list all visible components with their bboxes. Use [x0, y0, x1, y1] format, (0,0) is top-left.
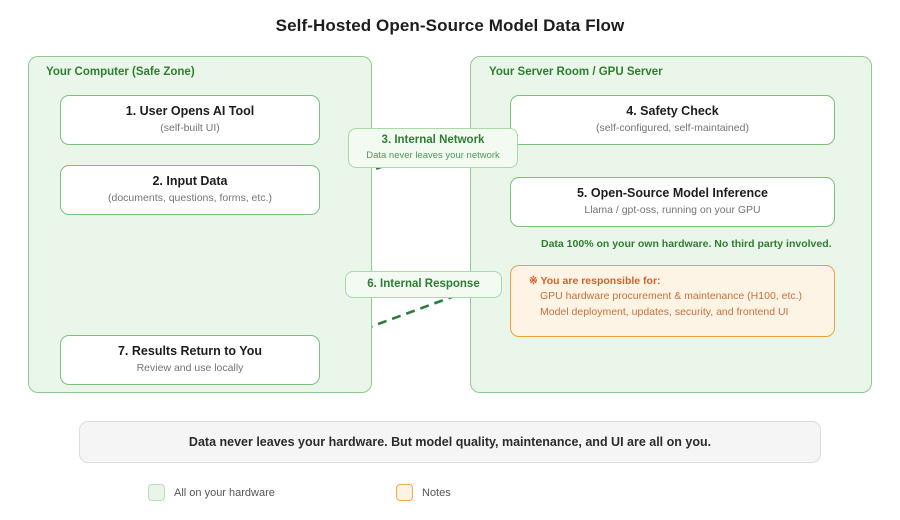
step-2-subtitle: (documents, questions, forms, etc.)	[108, 192, 272, 205]
legend-swatch-hardware	[148, 484, 165, 501]
step-4-title: 4. Safety Check	[626, 103, 719, 118]
legend-item-hardware: All on your hardware	[148, 484, 275, 501]
warning-line-2: Model deployment, updates, security, and…	[540, 306, 789, 319]
zone-server-room-label: Your Server Room / GPU Server	[489, 66, 663, 78]
badge-3-subtitle: Data never leaves your network	[366, 149, 500, 161]
step-1-subtitle: (self-built UI)	[160, 122, 220, 135]
step-box-4[interactable]: 4. Safety Check (self-configured, self-m…	[510, 95, 835, 145]
legend-item-notes: Notes	[396, 484, 451, 501]
step-box-2[interactable]: 2. Input Data (documents, questions, for…	[60, 165, 320, 215]
step-box-1[interactable]: 1. User Opens AI Tool (self-built UI)	[60, 95, 320, 145]
step-2-title: 2. Input Data	[152, 173, 228, 188]
connector-badge-6[interactable]: 6. Internal Response	[345, 271, 502, 298]
step-5-subtitle: Llama / gpt-oss, running on your GPU	[584, 204, 761, 217]
hardware-privacy-note: Data 100% on your own hardware. No third…	[541, 238, 832, 250]
warning-line-1: GPU hardware procurement & maintenance (…	[540, 290, 803, 303]
legend-label-hardware: All on your hardware	[174, 486, 275, 499]
connector-badge-3[interactable]: 3. Internal Network Data never leaves yo…	[348, 128, 518, 168]
warning-heading: ※ You are responsible for:	[529, 274, 834, 288]
step-4-subtitle: (self-configured, self-maintained)	[596, 122, 749, 135]
warning-heading-text: You are responsible for:	[540, 275, 661, 287]
responsibility-note-box: ※ You are responsible for: GPU hardware …	[510, 265, 835, 337]
step-7-title: 7. Results Return to You	[117, 343, 262, 358]
zone-your-computer-label: Your Computer (Safe Zone)	[46, 66, 195, 78]
step-box-7[interactable]: 7. Results Return to You Review and use …	[60, 335, 320, 385]
legend-swatch-notes	[396, 484, 413, 501]
page-title: Self-Hosted Open-Source Model Data Flow	[275, 16, 625, 35]
summary-banner: Data never leaves your hardware. But mod…	[79, 421, 821, 463]
asterisk-icon: ※	[529, 275, 538, 287]
step-1-title: 1. User Opens AI Tool	[125, 103, 255, 118]
step-7-subtitle: Review and use locally	[136, 362, 244, 375]
step-5-title: 5. Open-Source Model Inference	[576, 185, 768, 200]
summary-banner-text: Data never leaves your hardware. But mod…	[188, 435, 712, 449]
step-box-5[interactable]: 5. Open-Source Model Inference Llama / g…	[510, 177, 835, 227]
badge-6-title: 6. Internal Response	[367, 277, 480, 290]
legend-label-notes: Notes	[422, 486, 451, 499]
badge-3-title: 3. Internal Network	[381, 134, 485, 147]
